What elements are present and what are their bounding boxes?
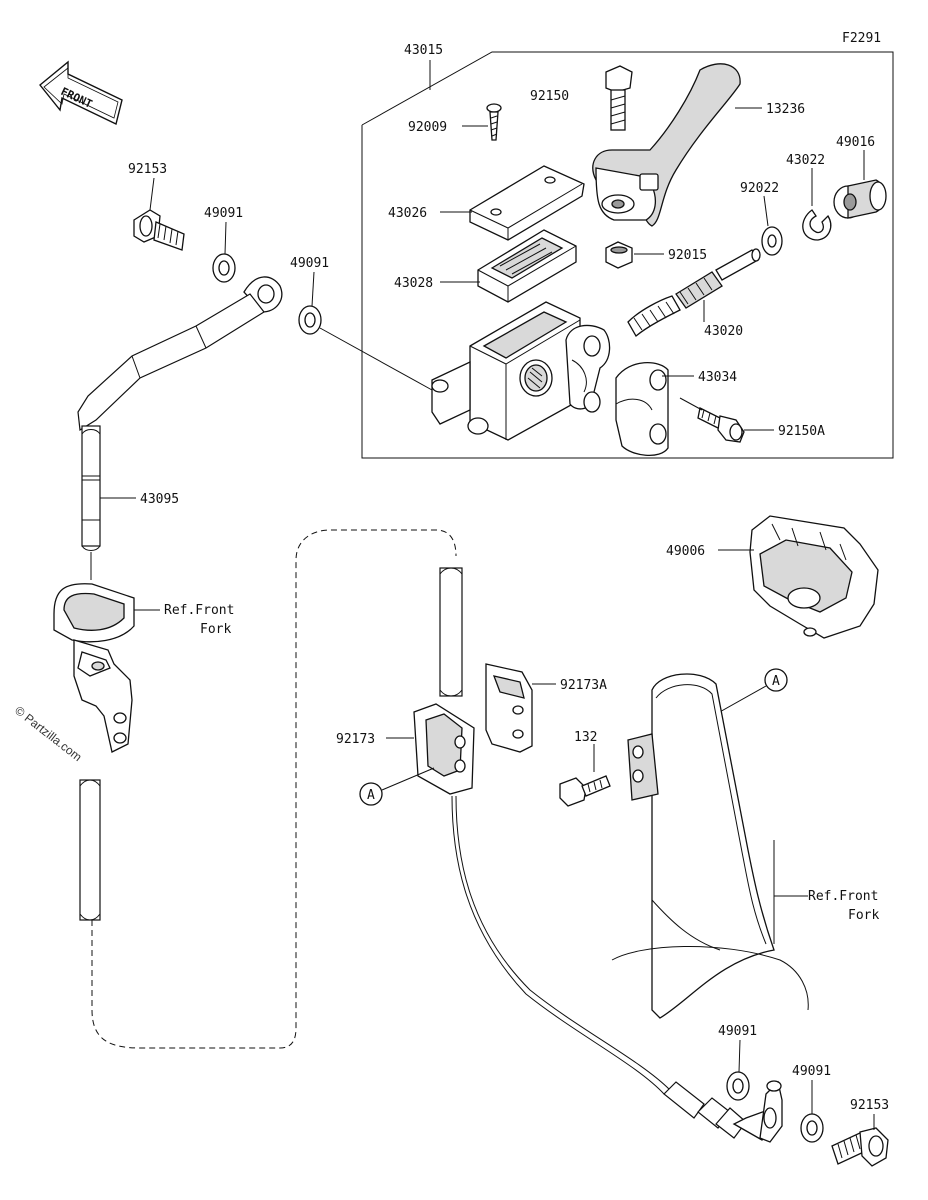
- circlip-43022: [802, 209, 832, 241]
- label-13236: 13236: [766, 102, 805, 117]
- washer-49091-c: [726, 1071, 750, 1101]
- brake-hose-lower: [439, 567, 671, 1095]
- hose-guide-92173A: [485, 663, 533, 753]
- reservoir-cap-43026: [469, 165, 585, 241]
- master-cylinder-body: [431, 301, 611, 441]
- label-92022: 92022: [740, 181, 779, 196]
- hose-lower-fitting: [663, 1080, 783, 1143]
- label-43026: 43026: [388, 206, 427, 221]
- label-92015: 92015: [668, 248, 707, 263]
- label-ref-front-fork-1-line1: Ref.Front: [164, 603, 234, 618]
- bolt-92150: [605, 65, 633, 131]
- ref-marker-a-right: A: [764, 668, 788, 692]
- label-43034: 43034: [698, 370, 737, 385]
- hose-clamp-92173: [413, 703, 475, 795]
- ref-marker-a-left: A: [359, 782, 383, 806]
- brake-hose-43095: [77, 276, 283, 921]
- watermark: © Partzilla.com: [12, 703, 84, 764]
- bolt-132: [559, 775, 611, 807]
- label-92150A: 92150A: [778, 424, 825, 439]
- label-49091-b: 49091: [290, 256, 329, 271]
- svg-text:A: A: [367, 788, 375, 803]
- washer-49091-d: [800, 1113, 824, 1143]
- label-43020: 43020: [704, 324, 743, 339]
- nut-92015: [605, 241, 633, 269]
- front-arrow-icon: FRONT: [39, 60, 123, 126]
- label-49091-d: 49091: [792, 1064, 831, 1079]
- caliper-cover-49006: [749, 515, 879, 639]
- washer-92022: [761, 226, 783, 256]
- master-cylinder-box: 43015: [361, 43, 894, 459]
- label-49016: 49016: [836, 135, 875, 150]
- svg-text:A: A: [772, 674, 780, 689]
- washer-49091-b: [298, 305, 322, 335]
- hose-guide-bracket: [53, 583, 135, 753]
- label-92173A: 92173A: [560, 678, 607, 693]
- front-fork-guard: [611, 673, 809, 1019]
- label-92153-bottom: 92153: [850, 1098, 889, 1113]
- label-ref-front-fork-2-line2: Fork: [848, 908, 879, 923]
- clamp-43034: [615, 361, 669, 456]
- diagram-code: F2291: [842, 31, 881, 46]
- pivot-bush-49016: [833, 179, 887, 219]
- screw-92009: [486, 103, 502, 141]
- banjo-bolt-92153-bottom: [831, 1127, 889, 1167]
- bolt-92150A: [697, 407, 745, 443]
- label-49091-c: 49091: [718, 1024, 757, 1039]
- diaphragm-43028: [477, 229, 577, 303]
- label-43028: 43028: [394, 276, 433, 291]
- label-49006: 49006: [666, 544, 705, 559]
- label-49091-a: 49091: [204, 206, 243, 221]
- piston-kit-43020: [627, 248, 761, 337]
- label-92009: 92009: [408, 120, 447, 135]
- label-92153-top: 92153: [128, 162, 167, 177]
- label-43022: 43022: [786, 153, 825, 168]
- label-ref-front-fork-2-line1: Ref.Front: [808, 889, 878, 904]
- washer-49091-a: [212, 253, 236, 283]
- brake-lever-13236: [592, 63, 741, 227]
- label-ref-front-fork-1-line2: Fork: [200, 622, 231, 637]
- label-43095: 43095: [140, 492, 179, 507]
- label-43015: 43015: [404, 43, 443, 58]
- label-92150: 92150: [530, 89, 569, 104]
- label-92173: 92173: [336, 732, 375, 747]
- label-132: 132: [574, 730, 597, 745]
- banjo-bolt-92153-top: [133, 209, 185, 251]
